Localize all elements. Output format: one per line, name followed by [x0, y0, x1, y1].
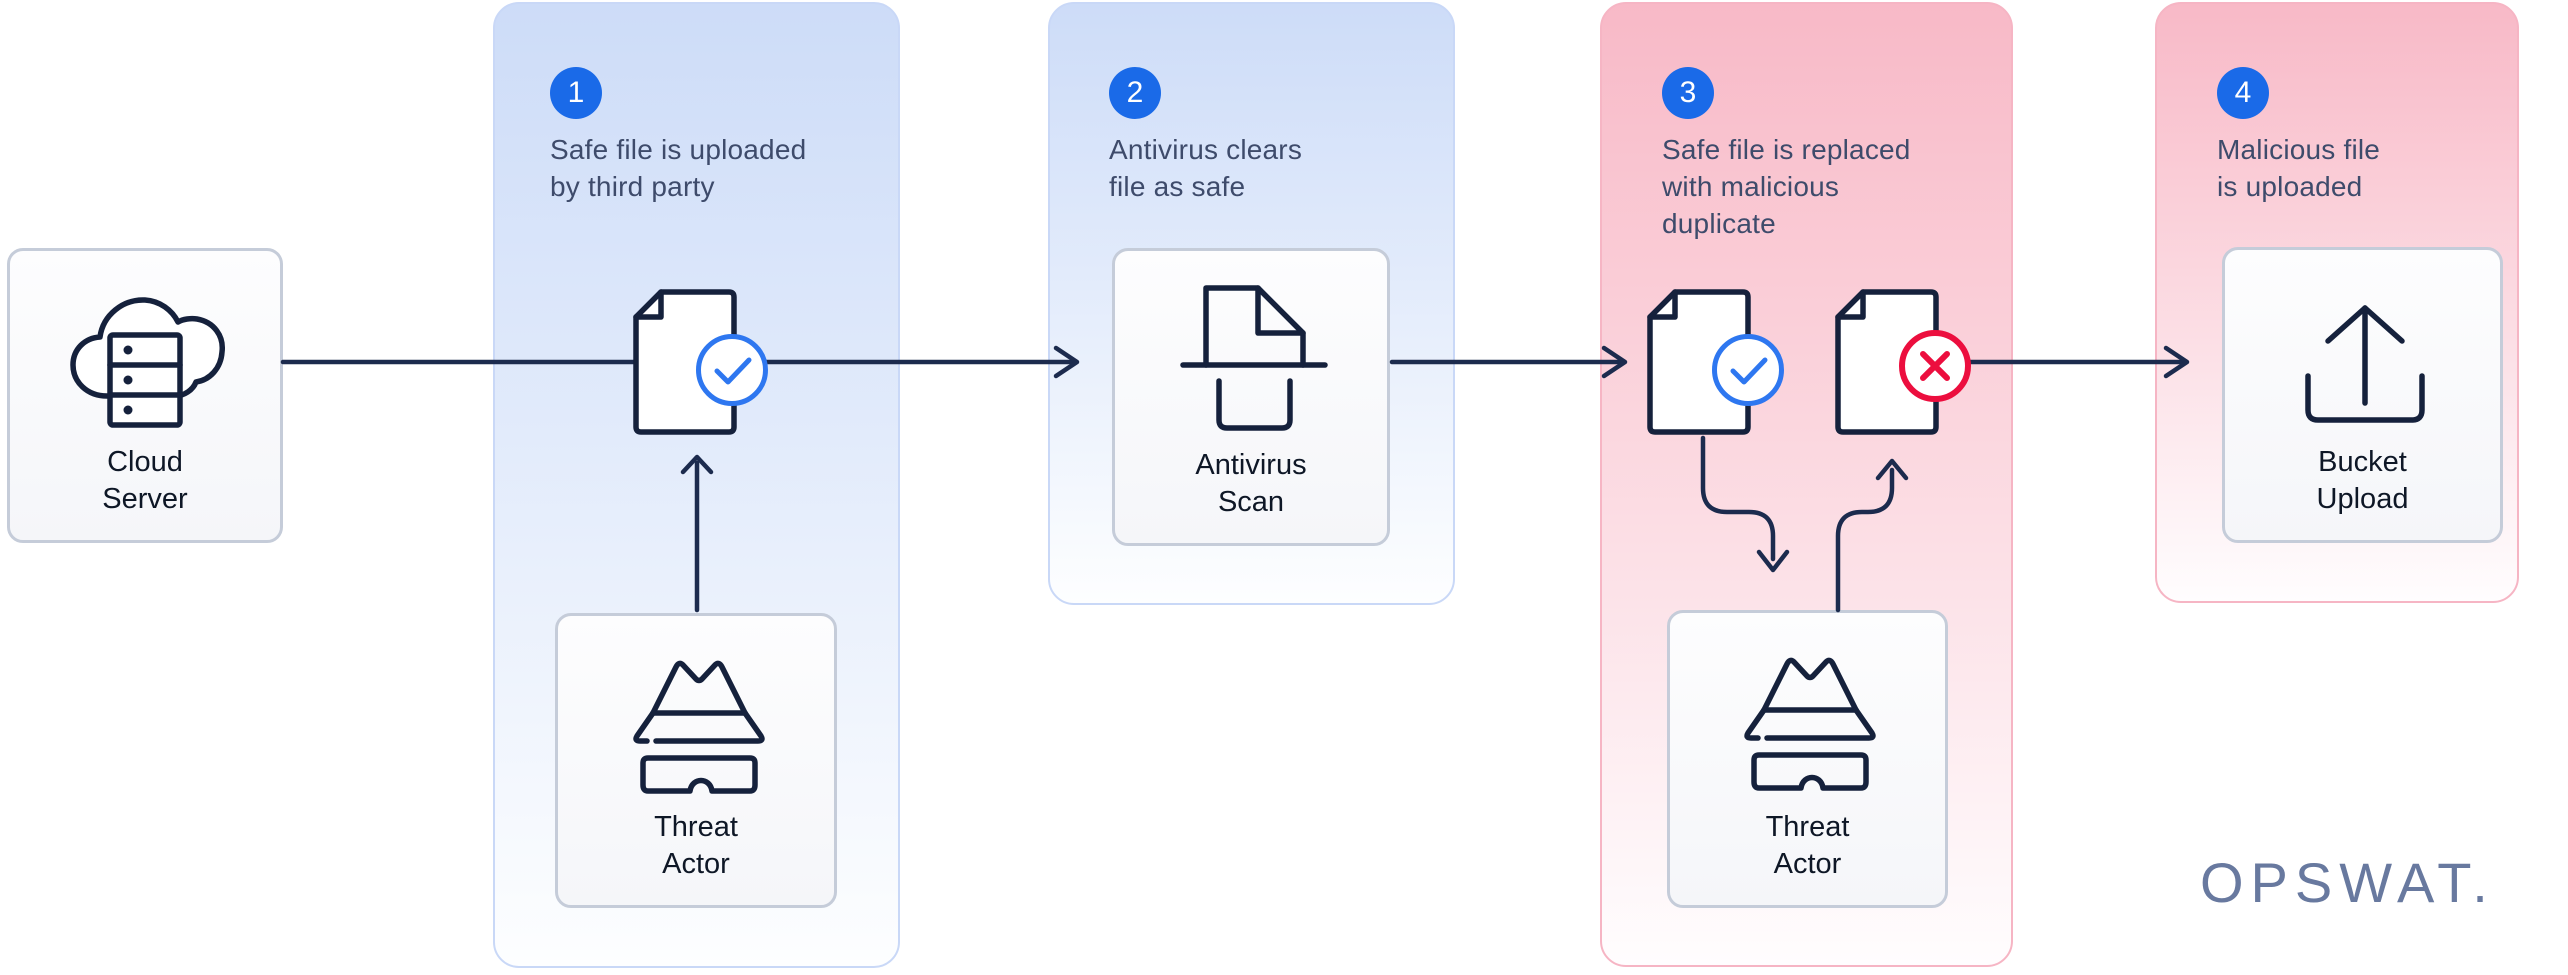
- step-2-badge: 2: [1109, 67, 1161, 119]
- check-circle-icon: [696, 334, 768, 406]
- threat-actor-icon: [1744, 657, 1876, 791]
- step-3-caption-line: duplicate: [1662, 208, 1776, 239]
- cloud-server-icon: [70, 297, 225, 428]
- step-4-badge: 4: [2217, 67, 2269, 119]
- opswat-logo: OPSWAT.: [2200, 851, 2495, 914]
- node-label-line: Server: [102, 483, 188, 515]
- node-label-line: Upload: [2316, 483, 2409, 515]
- step-2-caption-line: Antivirus clears: [1109, 134, 1303, 165]
- step-1-caption-line: by third party: [550, 171, 715, 202]
- step-1-badge: 1: [550, 67, 602, 119]
- node-label-line: Antivirus: [1195, 449, 1307, 481]
- bucket-upload-node: Bucket Upload: [2222, 247, 2503, 543]
- step-3-badge: 3: [1662, 67, 1714, 119]
- step-2-caption: Antivirus clears file as safe: [1109, 131, 1302, 205]
- step-4-caption-line: is uploaded: [2217, 171, 2363, 202]
- antivirus-scan-label: Antivirus Scan: [1115, 447, 1387, 521]
- node-label-line: Scan: [1217, 486, 1285, 518]
- step-3-caption: Safe file is replaced with malicious dup…: [1662, 131, 1911, 242]
- threat-actor-node-1: Threat Actor: [555, 613, 837, 908]
- threat-actor-label: Threat Actor: [558, 809, 834, 883]
- step-2-caption-line: file as safe: [1109, 171, 1246, 202]
- step-1-caption: Safe file is uploaded by third party: [550, 131, 806, 205]
- threat-actor-label: Threat Actor: [1670, 809, 1945, 883]
- check-circle-icon: [1712, 334, 1784, 406]
- safe-file-icon: [1647, 289, 1751, 435]
- step-3-caption-line: Safe file is replaced: [1662, 134, 1911, 165]
- antivirus-scan-node: Antivirus Scan: [1112, 248, 1390, 546]
- x-circle-icon: [1899, 330, 1971, 402]
- node-label-line: Threat: [654, 811, 738, 843]
- malicious-file-icon: [1835, 289, 1939, 435]
- node-label-line: Actor: [1773, 848, 1842, 880]
- step-3-caption-line: with malicious: [1662, 171, 1840, 202]
- threat-actor-icon: [633, 660, 765, 794]
- node-label-line: Bucket: [2318, 446, 2407, 478]
- node-label-line: Cloud: [107, 446, 183, 478]
- node-label-line: Threat: [1765, 811, 1850, 843]
- cloud-server-node: Cloud Server: [7, 248, 283, 543]
- bucket-upload-label: Bucket Upload: [2225, 444, 2500, 518]
- step-4-caption: Malicious file is uploaded: [2217, 131, 2380, 205]
- bucket-upload-icon: [2305, 305, 2425, 423]
- cloud-server-label: Cloud Server: [10, 444, 280, 518]
- threat-actor-node-2: Threat Actor: [1667, 610, 1948, 908]
- node-label-line: Actor: [662, 848, 730, 880]
- step-1-caption-line: Safe file is uploaded: [550, 134, 807, 165]
- step-4-caption-line: Malicious file: [2217, 134, 2381, 165]
- antivirus-scan-icon: [1180, 285, 1328, 431]
